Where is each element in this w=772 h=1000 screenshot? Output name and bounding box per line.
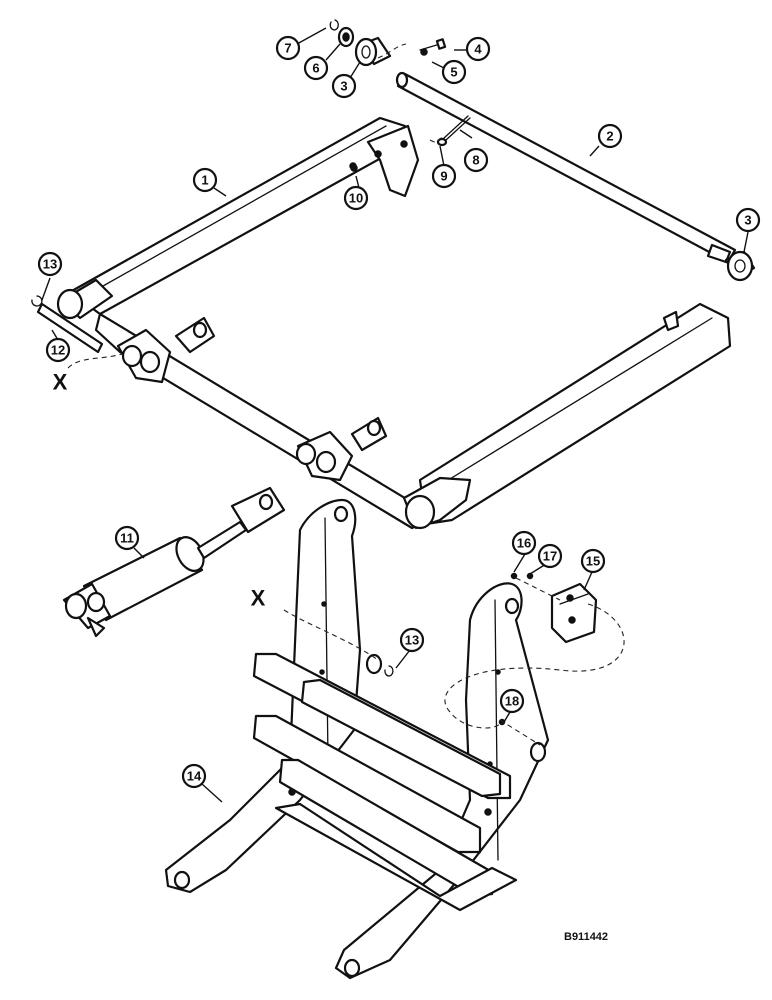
callout-12: 12 — [45, 337, 71, 363]
snap-ring-lower — [384, 665, 394, 677]
callout-16: 16 — [511, 530, 537, 556]
callout-8: 8 — [463, 147, 489, 173]
valve-fittings — [510, 572, 534, 580]
leader-lines — [41, 27, 749, 803]
svg-text:15: 15 — [586, 554, 600, 569]
callout-1: 1 — [192, 167, 218, 193]
svg-text:4: 4 — [474, 42, 482, 57]
bushing — [337, 26, 355, 48]
snap-ring-top — [329, 19, 339, 31]
svg-text:16: 16 — [517, 536, 531, 551]
hydraulic-cylinder — [62, 486, 286, 638]
svg-text:13: 13 — [405, 633, 419, 648]
valve-block — [550, 582, 598, 644]
svg-text:12: 12 — [51, 343, 65, 358]
callout-2: 2 — [597, 123, 623, 149]
callout-18: 18 — [499, 688, 525, 714]
bolt-top — [419, 38, 447, 56]
svg-text:13: 13 — [43, 257, 57, 272]
svg-text:7: 7 — [284, 41, 291, 56]
callout-3-right: 3 — [735, 207, 761, 233]
main-frame — [31, 116, 732, 530]
callout-13-lower: 13 — [399, 627, 425, 653]
callout-3-top: 3 — [331, 73, 357, 99]
svg-text:18: 18 — [505, 694, 519, 709]
svg-text:3: 3 — [340, 79, 347, 94]
callouts: 7 6 3 4 5 2 8 9 — [37, 35, 761, 789]
callout-15: 15 — [580, 548, 606, 574]
drawing-code: B911442 — [564, 931, 608, 943]
callout-6: 6 — [303, 55, 329, 81]
callout-10: 10 — [343, 185, 369, 211]
svg-text:1: 1 — [201, 173, 208, 188]
bearing-right — [724, 250, 756, 282]
svg-text:11: 11 — [120, 531, 134, 546]
reference-mark-x-lower: X — [251, 586, 266, 611]
svg-text:9: 9 — [440, 169, 447, 184]
callout-14: 14 — [181, 763, 207, 789]
callout-9: 9 — [431, 163, 457, 189]
callout-7: 7 — [275, 35, 301, 61]
callout-11: 11 — [114, 525, 140, 551]
callout-4: 4 — [465, 36, 491, 62]
svg-text:8: 8 — [472, 153, 479, 168]
svg-text:17: 17 — [543, 549, 557, 564]
bolt-long — [436, 115, 471, 147]
svg-text:2: 2 — [606, 129, 613, 144]
callout-5: 5 — [441, 59, 467, 85]
svg-text:14: 14 — [187, 769, 202, 784]
bearing-top — [354, 36, 392, 67]
reference-mark-x-upper: X — [53, 370, 68, 395]
svg-text:5: 5 — [450, 65, 457, 80]
callout-13-top: 13 — [37, 251, 63, 277]
svg-text:10: 10 — [349, 191, 363, 206]
svg-text:3: 3 — [744, 213, 751, 228]
support-frame — [164, 498, 550, 980]
svg-text:6: 6 — [312, 61, 319, 76]
routing-lines — [67, 43, 625, 746]
callout-17: 17 — [537, 543, 563, 569]
